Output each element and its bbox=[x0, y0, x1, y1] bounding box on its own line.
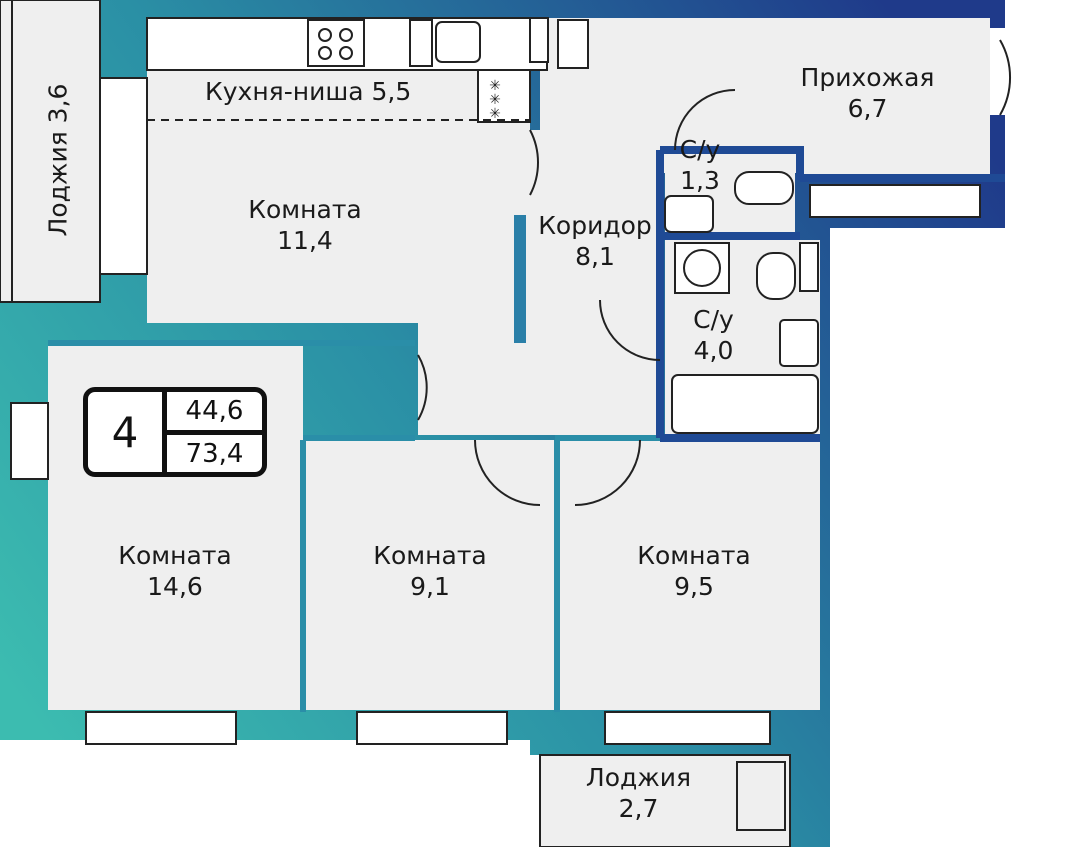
loggia-frames bbox=[0, 0, 791, 847]
svg-text:✳: ✳ bbox=[489, 105, 501, 121]
living-area: 44,6 bbox=[167, 392, 262, 435]
total-area: 73,4 bbox=[185, 438, 244, 469]
partitions bbox=[48, 215, 660, 712]
svg-text:✳: ✳ bbox=[489, 91, 501, 107]
room-label-kitchen: Кухня-ниша 5,5 bbox=[205, 77, 412, 106]
rooms-count: 4 bbox=[88, 392, 167, 472]
windows bbox=[10, 19, 981, 745]
svg-text:✳: ✳ bbox=[489, 77, 501, 93]
doors bbox=[417, 39, 1011, 506]
room-label-loggia-side: Лоджия 3,6 bbox=[43, 83, 73, 237]
apartment-summary-badge: 4 44,6 73,4 bbox=[83, 387, 267, 477]
bathroom-walls bbox=[656, 146, 1005, 442]
kitchen-fixtures: ✳ ✳ ✳ bbox=[146, 17, 549, 123]
bath-fixtures bbox=[664, 171, 819, 434]
